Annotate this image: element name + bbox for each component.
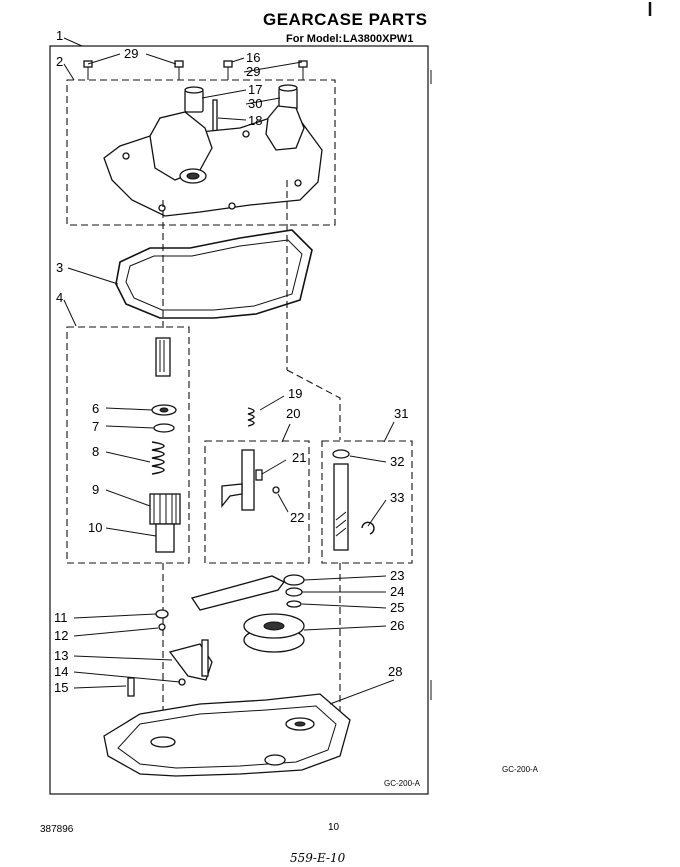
callout-12: 12 <box>54 628 68 643</box>
callout-3: 3 <box>56 260 63 275</box>
callout-13: 13 <box>54 648 68 663</box>
callout-33: 33 <box>390 490 404 505</box>
callout-28: 28 <box>388 664 402 679</box>
gasket-3-inner <box>125 239 303 311</box>
pinion-hub-10 <box>155 523 175 553</box>
callout-22: 22 <box>290 510 304 525</box>
washer-25 <box>286 600 302 608</box>
leader-lines <box>63 37 395 705</box>
gearcase-base-28 <box>103 693 351 777</box>
figure-code-outer: GC-200-A <box>502 765 539 774</box>
ring-33 <box>361 521 375 535</box>
spring-8 <box>151 441 165 475</box>
callout-18: 18 <box>248 113 262 128</box>
ball-12 <box>158 623 166 631</box>
callout-15: 15 <box>54 680 68 695</box>
callout-6: 6 <box>92 401 99 416</box>
callout-26: 26 <box>390 618 404 633</box>
document-number: 387896 <box>40 824 74 835</box>
screw-29-mid <box>174 60 184 80</box>
drive-gear-26 <box>243 613 305 653</box>
shifter-fork-20 <box>221 449 255 511</box>
callout-21: 21 <box>292 450 306 465</box>
callout-7: 7 <box>92 419 99 434</box>
shift-lever-13 <box>168 639 213 681</box>
assembly-frame <box>49 45 429 795</box>
callout-24: 24 <box>390 584 404 599</box>
pinion-gear-9 <box>149 493 181 525</box>
callout-30: 30 <box>248 96 262 111</box>
callout-17: 17 <box>248 82 262 97</box>
shifter-subassembly-box <box>204 440 310 564</box>
callout-14: 14 <box>54 664 68 679</box>
washer-11 <box>155 609 169 619</box>
agitator-shaft <box>333 463 349 551</box>
handwritten-note: 559-E-10 <box>290 851 346 865</box>
pin-21 <box>255 469 263 481</box>
callout-31: 31 <box>394 406 408 421</box>
callout-23: 23 <box>390 568 404 583</box>
page-title: GEARCASE PARTS <box>263 10 427 29</box>
pin-15 <box>127 677 135 697</box>
callout-10: 10 <box>88 520 102 535</box>
figure-code-inner: GC-200-A <box>384 779 421 788</box>
callout-1: 1 <box>56 28 63 43</box>
washer-7 <box>153 423 175 433</box>
screw-29-right <box>298 60 308 80</box>
screw-16 <box>223 60 233 80</box>
shaft-subassembly-box <box>321 440 413 564</box>
bushing-17 <box>184 86 204 113</box>
washer-24 <box>285 587 303 597</box>
callout-32: 32 <box>390 454 404 469</box>
page-number: 10 <box>328 822 340 833</box>
callout-25: 25 <box>390 600 404 615</box>
callout-29: 29 <box>246 64 260 79</box>
crank-arm <box>190 575 285 611</box>
cover-subassembly-box <box>66 79 336 226</box>
callout-16: 16 <box>246 50 260 65</box>
callout-20: 20 <box>286 406 300 421</box>
washer-32 <box>332 449 350 459</box>
pinion-subassembly-box <box>66 326 190 564</box>
callout-29: 29 <box>124 46 138 61</box>
callout-2: 2 <box>56 54 63 69</box>
callout-19: 19 <box>288 386 302 401</box>
callout-9: 9 <box>92 482 99 497</box>
model-prefix: For Model: <box>286 33 342 45</box>
gearcase-cover <box>103 105 323 217</box>
clip-22 <box>272 486 280 494</box>
spring-19 <box>247 407 255 427</box>
callout-11: 11 <box>54 610 68 625</box>
model-number: LA3800XPW1 <box>343 33 413 45</box>
washer-6 <box>151 404 177 416</box>
alignment-line <box>286 369 341 440</box>
callout-8: 8 <box>92 444 99 459</box>
pinion-shaft <box>155 337 171 377</box>
washer-23 <box>283 574 305 586</box>
callout-4: 4 <box>56 290 63 305</box>
gasket-3 <box>115 229 313 319</box>
